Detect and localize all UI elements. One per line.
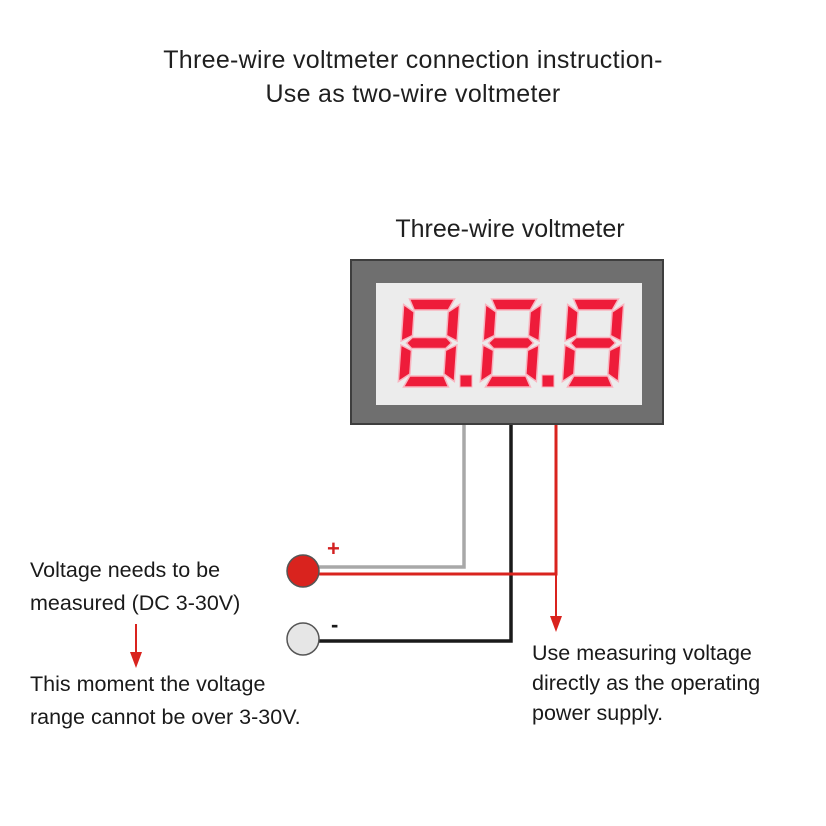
decimal-point — [459, 374, 473, 388]
negative-sign: - — [331, 612, 339, 637]
segment-upper-right — [527, 303, 543, 343]
black-wire — [318, 425, 513, 643]
display-digits — [397, 298, 625, 388]
note-line: Voltage needs to be — [30, 558, 221, 582]
left-arrow-head — [130, 652, 142, 668]
segment-top — [572, 298, 620, 311]
segment-bottom — [566, 375, 614, 388]
note-line: measured (DC 3-30V) — [30, 591, 241, 615]
segment-middle — [569, 336, 617, 350]
voltmeter-body — [350, 259, 664, 425]
negative-terminal — [286, 622, 320, 656]
note-voltage-measured: Voltage needs to be measured (DC 3-30V) — [30, 554, 240, 620]
note-line: range cannot be over 3-30V. — [30, 705, 301, 729]
note-line: Use measuring voltage — [532, 641, 752, 665]
segment-lower-right — [443, 343, 458, 383]
note-line: power supply. — [532, 701, 664, 725]
red-wire — [318, 425, 558, 576]
decimal-point — [541, 374, 555, 388]
positive-sign: + — [327, 536, 340, 561]
segment-lower-left — [397, 343, 413, 383]
segment-top — [490, 298, 538, 311]
segment-lower-right — [525, 343, 540, 383]
segment-upper-right — [445, 303, 461, 343]
seven-segment-display — [397, 298, 625, 388]
note-voltage-range: This moment the voltage range cannot be … — [30, 668, 301, 734]
segment-upper-left — [564, 303, 579, 343]
note-line: directly as the operating — [532, 671, 761, 695]
diagram-title-line-1: Three-wire voltmeter connection instruct… — [163, 46, 663, 74]
segment-upper-left — [482, 303, 497, 343]
segment-middle — [405, 336, 453, 350]
segment-bottom — [484, 375, 532, 388]
note-line: This moment the voltage — [30, 672, 266, 696]
segment-lower-right — [607, 343, 622, 383]
segment-lower-left — [479, 343, 495, 383]
diagram-title-line-2: Use as two-wire voltmeter — [265, 80, 561, 108]
note-power-supply: Use measuring voltage directly as the op… — [532, 638, 760, 728]
positive-terminal — [286, 554, 320, 588]
segment-upper-left — [400, 303, 415, 343]
voltmeter-screen — [376, 283, 642, 405]
segment-upper-right — [609, 303, 625, 343]
device-label: Three-wire voltmeter — [395, 215, 625, 243]
right-arrow-head — [550, 616, 562, 632]
segment-lower-left — [561, 343, 577, 383]
segment-bottom — [402, 375, 450, 388]
gray-wire — [318, 425, 466, 569]
segment-top — [408, 298, 456, 311]
segment-middle — [487, 336, 535, 350]
